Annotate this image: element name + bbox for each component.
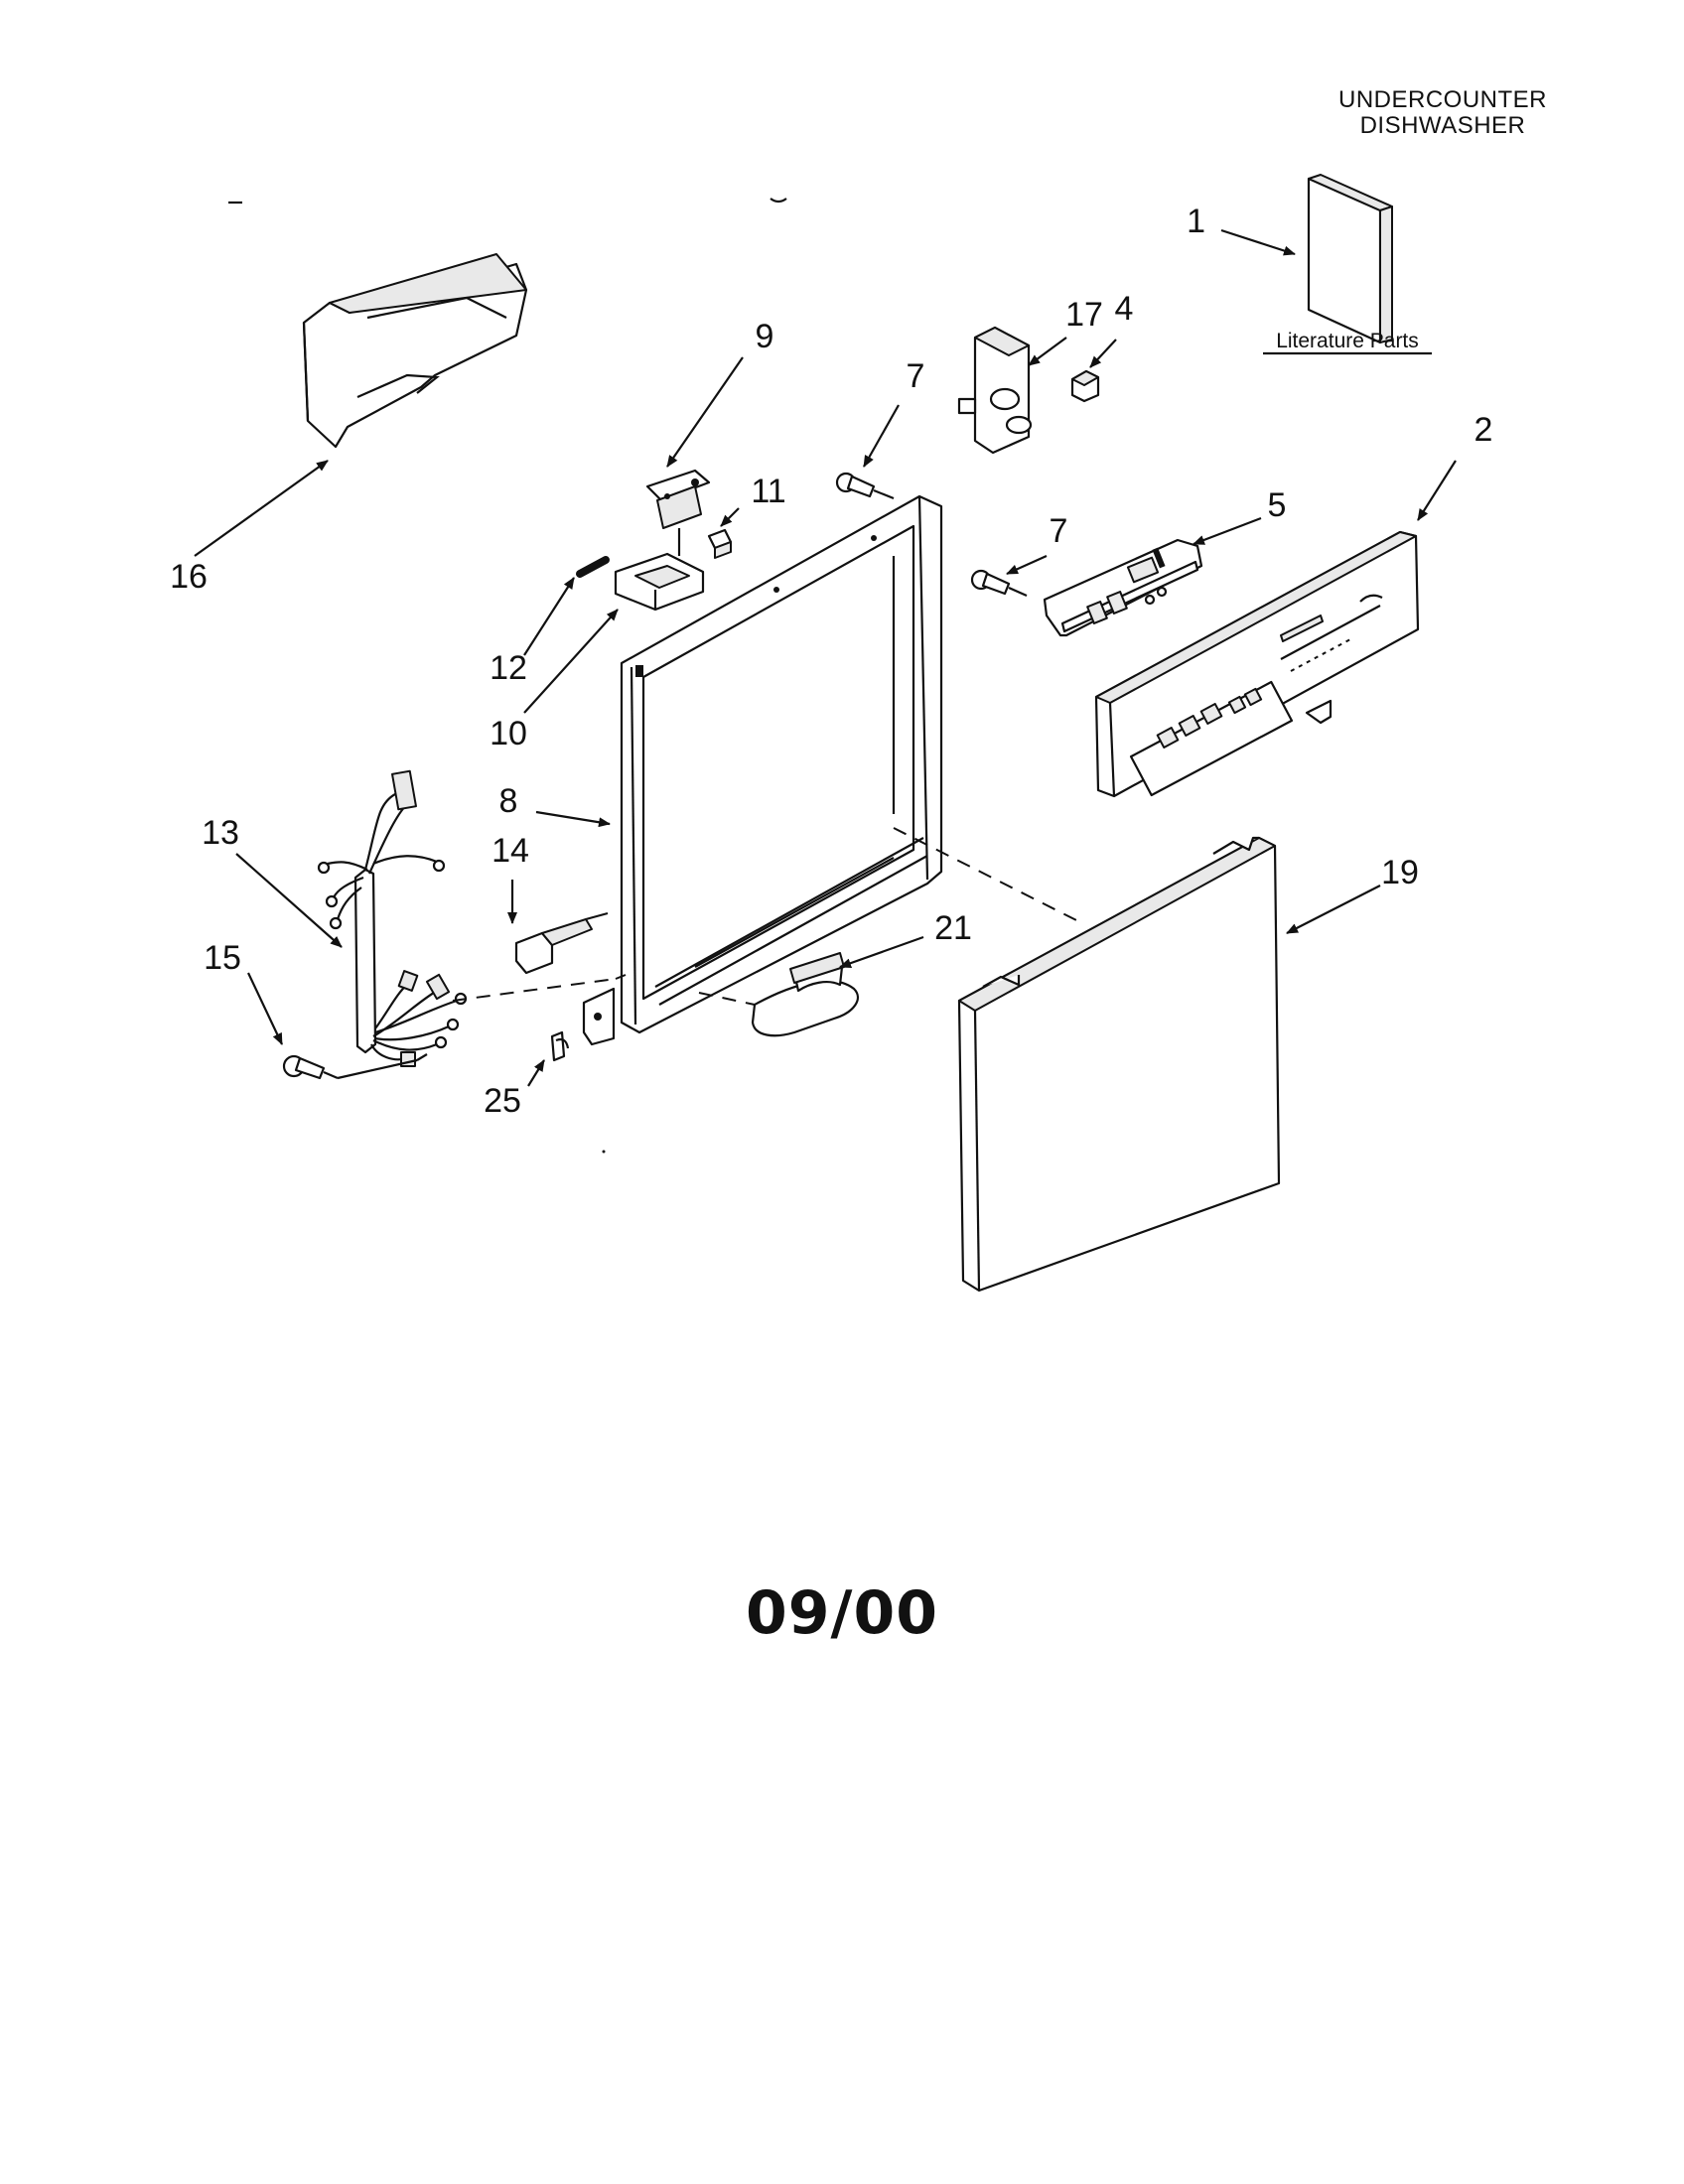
part-5-control-board: [1043, 538, 1203, 637]
assembly-line: [615, 974, 627, 980]
revision-date: 09/00: [746, 1578, 938, 1648]
callout-7-top: 7: [907, 357, 925, 395]
header-line-1: UNDERCOUNTER: [1338, 86, 1547, 113]
callout-13: 13: [202, 814, 239, 852]
diagram-header: UNDERCOUNTER DISHWASHER: [1338, 86, 1547, 134]
part-17-selector-module: [957, 326, 1033, 455]
stray-dot: [602, 1150, 606, 1154]
part-9-latch-bracket: [645, 469, 711, 556]
assembly-line: [893, 827, 1083, 924]
literature-parts-label: Literature Parts: [1276, 330, 1419, 352]
callout-5: 5: [1268, 486, 1287, 524]
callout-7-right: 7: [1050, 512, 1068, 550]
callout-10: 10: [490, 715, 527, 752]
callout-2: 2: [1474, 411, 1493, 449]
callout-11: 11: [751, 473, 785, 510]
callout-1: 1: [1187, 203, 1205, 240]
callout-12: 12: [490, 649, 527, 687]
callout-21: 21: [934, 909, 972, 947]
part-2-control-panel: [1094, 530, 1420, 798]
part-14-sensor: [514, 911, 609, 975]
part-11-switch: [707, 528, 733, 559]
callout-14: 14: [491, 832, 529, 870]
part-19-outer-door-panel: [957, 836, 1281, 1293]
callout-15: 15: [204, 939, 241, 977]
assembly-line: [452, 978, 617, 1002]
part-15-screw: [282, 1054, 339, 1080]
part-4-clip: [1070, 369, 1100, 403]
callout-25: 25: [484, 1082, 521, 1120]
stray-mark: [770, 198, 787, 204]
part-7-screw-top: [835, 472, 895, 500]
part-7-screw-right: [970, 569, 1028, 598]
assembly-line: [416, 1053, 428, 1061]
callout-9: 9: [756, 318, 774, 355]
leader-lines: [194, 228, 1457, 1087]
assembly-line: [698, 992, 756, 1006]
part-25-clip: [550, 1030, 570, 1062]
callout-8: 8: [499, 782, 518, 820]
callout-17: 17: [1065, 296, 1103, 334]
part-8-door-frame: [582, 494, 943, 1046]
callout-4: 4: [1115, 290, 1134, 328]
part-10-latch-housing: [614, 552, 705, 612]
part-13-wire-harness: [317, 769, 468, 1067]
part-16-bracket: [302, 253, 528, 449]
callout-16: 16: [170, 558, 208, 596]
header-line-2: DISHWASHER: [1359, 113, 1526, 133]
assembly-line: [337, 1058, 418, 1080]
part-1-literature-booklet: [1263, 174, 1432, 355]
callout-19: 19: [1381, 854, 1419, 891]
part-12-pin: [576, 556, 610, 578]
